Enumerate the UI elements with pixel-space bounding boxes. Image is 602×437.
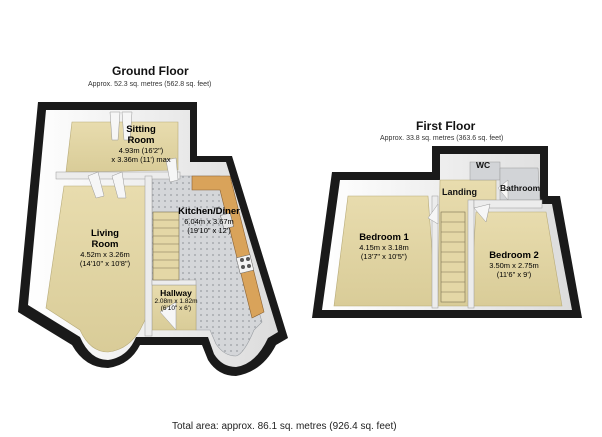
sitting-room-name: Sitting Room: [126, 124, 156, 146]
kitchen-hob: [235, 254, 255, 274]
hallway-door: [159, 301, 177, 331]
living-room-label: Living Room 4.52m x 3.26m (14'10" x 10'8…: [60, 228, 150, 268]
kitchen-diner-label: Kitchen/Diner 6.04m x 3.67m (19'10" x 12…: [166, 206, 252, 235]
kitchen-diner-dim1: 6.04m x 3.67m: [184, 217, 234, 226]
sitting-room-dim2: x 3.36m (11') max: [111, 155, 171, 164]
ground-floor-windows: [87, 111, 179, 199]
partition-wall-living-kitchen: [144, 175, 153, 337]
bedroom-2-name: Bedroom 2: [489, 250, 539, 261]
bedroom-2-door: [473, 203, 491, 223]
bedroom-1-name: Bedroom 1: [359, 232, 409, 243]
kitchen-floor: [151, 175, 263, 357]
hallway-dim1: 2.08m x 1.82m: [154, 298, 198, 305]
bedroom-2-dim2: (11'6" x 9'): [496, 270, 532, 279]
kitchen-diner-dim2: (19'10" x 12'): [187, 226, 231, 235]
partition-wall-landing-bed2: [467, 199, 475, 309]
first-floor-stairs: [440, 211, 466, 303]
hallway-label: Hallway 2.08m x 1.82m (6'10" x 6'): [146, 288, 206, 312]
wc-name: WC: [476, 160, 491, 170]
first-floor-title: First Floor: [416, 119, 476, 133]
landing-name: Landing: [442, 187, 477, 197]
kitchen-diner-name: Kitchen/Diner: [178, 206, 240, 217]
living-room-floor: [45, 185, 147, 353]
kitchen-worktop: [191, 175, 265, 319]
kitchen-sink: [220, 212, 234, 230]
ground-floor-plan: [18, 102, 288, 376]
bedroom-1-dim2: (13'7" x 10'5"): [360, 252, 408, 261]
partition-wall-bed1-landing: [431, 195, 439, 309]
first-floor-area: Approx. 33.8 sq. metres (363.6 sq. feet): [380, 135, 504, 142]
partition-wall-kitchen-hall: [151, 279, 197, 286]
hallway-dim2: (6'10" x 6'): [160, 305, 192, 312]
bedroom-2-dim1: 3.50m x 2.75m: [489, 261, 539, 270]
hallway-name: Hallway: [160, 288, 192, 298]
sitting-room-floor: [65, 121, 179, 173]
bedroom-1-dim1: 4.15m x 3.18m: [359, 243, 409, 252]
sitting-room-label: Sitting Room 4.93m (16'2") x 3.36m (11')…: [96, 124, 186, 164]
ground-floor-area: Approx. 52.3 sq. metres (562.8 sq. feet): [88, 81, 212, 88]
first-floor-plan: [312, 146, 582, 318]
bedroom-1-door: [427, 203, 439, 225]
ground-floor-title: Ground Floor: [112, 64, 189, 78]
bedroom-1-label: Bedroom 1 4.15m x 3.18m (13'7" x 10'5"): [344, 232, 424, 261]
bathroom-door: [497, 179, 509, 201]
living-room-dim1: 4.52m x 3.26m: [80, 250, 130, 259]
bedroom-2-label: Bedroom 2 3.50m x 2.75m (11'6" x 9'): [472, 250, 556, 279]
living-room-dim2: (14'10" x 10'8"): [79, 259, 131, 268]
bathroom-name: Bathroom: [500, 183, 541, 193]
sitting-room-dim1: 4.93m (16'2"): [118, 146, 164, 155]
total-area: Total area: approx. 86.1 sq. metres (926…: [172, 421, 397, 432]
living-room-name: Living Room: [91, 228, 119, 250]
ground-floor-stairs: [152, 211, 180, 281]
